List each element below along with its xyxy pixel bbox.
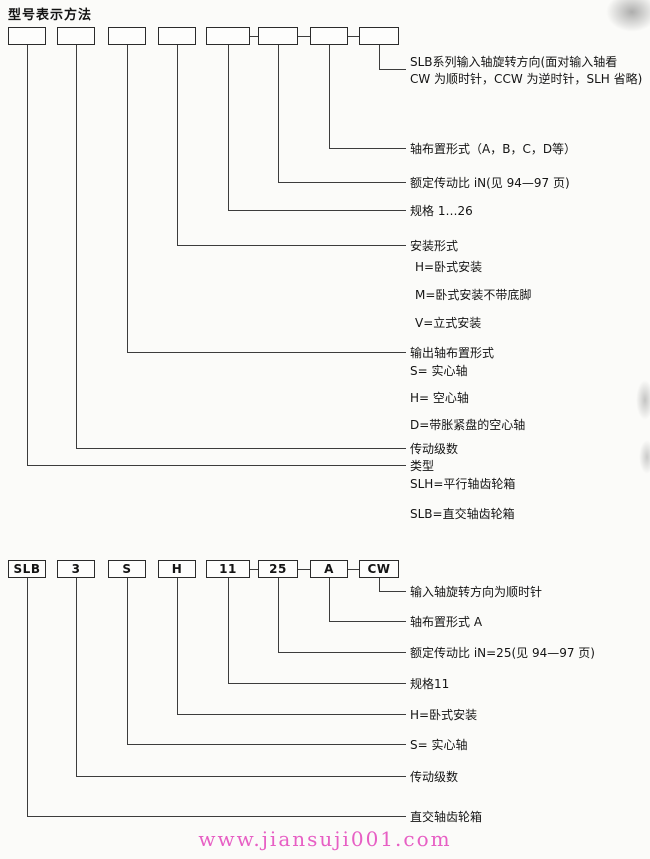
example-annotation-mounting: H=卧式安装 [410, 708, 478, 722]
leader-line [76, 448, 406, 449]
leader-line [127, 352, 406, 353]
leader-line [76, 776, 406, 777]
leader-line [329, 45, 330, 148]
example-annotation-arrangement: 轴布置形式 A [410, 615, 483, 629]
annotation-mounting-v: V=立式安装 [415, 316, 482, 330]
annotation-rotation-direction: SLB系列输入轴旋转方向(面对输入轴看 CW 为顺时针，CCW 为逆时针，SLH… [410, 54, 642, 88]
example-annotation-stages: 传动级数 [410, 770, 459, 784]
leader-line [27, 816, 406, 817]
watermark-url: www.jiansuji001.com [198, 827, 452, 851]
annotation-output-d: D=带胀紧盘的空心轴 [410, 418, 526, 432]
annotation-output-h: H= 空心轴 [410, 391, 469, 405]
example-box-s: S [108, 560, 146, 578]
box-connector [348, 36, 359, 37]
model-code-box-4 [158, 27, 196, 45]
leader-line [177, 714, 406, 715]
example-box-a: A [310, 560, 348, 578]
leader-line [278, 45, 279, 182]
example-annotation-shaft: S= 实心轴 [410, 738, 468, 752]
model-code-box-2 [57, 27, 95, 45]
example-box-slb: SLB [8, 560, 46, 578]
example-annotation-rotation: 输入轴旋转方向为顺时针 [410, 585, 543, 599]
leader-line [27, 465, 406, 466]
leader-line [228, 45, 229, 210]
leader-line [127, 744, 406, 745]
page-title: 型号表示方法 [8, 8, 93, 23]
leader-line [27, 578, 28, 816]
annotation-size: 规格 1…26 [410, 204, 473, 218]
annotation-output-s: S= 实心轴 [410, 364, 468, 378]
leader-line [278, 578, 279, 652]
example-box-11: 11 [206, 560, 250, 578]
example-box-3: 3 [57, 560, 95, 578]
leader-line [329, 578, 330, 621]
annotation-line: CW 为顺时针，CCW 为逆时针，SLH 省略) [410, 72, 643, 86]
scan-artifact [639, 440, 650, 474]
box-connector [250, 36, 258, 37]
annotation-mounting-m: M=卧式安装不带底脚 [415, 288, 532, 302]
leader-line [379, 69, 406, 70]
leader-line [177, 578, 178, 714]
leader-line [379, 578, 380, 591]
annotation-stages: 传动级数 [410, 442, 459, 456]
model-code-box-3 [108, 27, 146, 45]
scan-artifact [636, 380, 650, 420]
leader-line [278, 182, 406, 183]
example-annotation-size: 规格11 [410, 677, 450, 691]
box-connector [348, 569, 359, 570]
annotation-mounting-h: H=卧式安装 [415, 260, 483, 274]
annotation-type-slh: SLH=平行轴齿轮箱 [410, 477, 516, 491]
leader-line [76, 578, 77, 776]
leader-line [127, 45, 128, 352]
leader-line [228, 683, 406, 684]
example-annotation-ratio: 额定传动比 iN=25(见 94—97 页) [410, 646, 595, 660]
box-connector [250, 569, 258, 570]
example-box-h: H [158, 560, 196, 578]
leader-line [76, 45, 77, 448]
model-code-box-6 [258, 27, 298, 45]
leader-line [278, 652, 406, 653]
annotation-mounting-type: 安装形式 [410, 239, 459, 253]
box-connector [298, 36, 310, 37]
leader-line [329, 148, 406, 149]
leader-line [27, 45, 28, 465]
example-annotation-type: 直交轴齿轮箱 [410, 810, 483, 824]
annotation-shaft-arrangement: 轴布置形式（A，B，C，D等） [410, 142, 577, 156]
box-connector [298, 569, 310, 570]
model-code-box-7 [310, 27, 348, 45]
annotation-rated-ratio: 额定传动比 iN(见 94—97 页) [410, 176, 570, 190]
scan-artifact [606, 0, 650, 32]
annotation-type-slb: SLB=直交轴齿轮箱 [410, 507, 515, 521]
leader-line [228, 210, 406, 211]
annotation-type: 类型 [410, 459, 435, 473]
leader-line [228, 578, 229, 683]
leader-line [379, 591, 406, 592]
model-code-box-1 [8, 27, 46, 45]
annotation-output-shaft-type: 输出轴布置形式 [410, 346, 495, 360]
model-code-box-5 [206, 27, 250, 45]
leader-line [127, 578, 128, 744]
model-code-box-8 [359, 27, 399, 45]
leader-line [379, 45, 380, 69]
annotation-line: SLB系列输入轴旋转方向(面对输入轴看 [410, 55, 618, 69]
example-box-25: 25 [258, 560, 298, 578]
leader-line [329, 621, 406, 622]
example-box-cw: CW [359, 560, 399, 578]
leader-line [177, 245, 406, 246]
leader-line [177, 45, 178, 245]
